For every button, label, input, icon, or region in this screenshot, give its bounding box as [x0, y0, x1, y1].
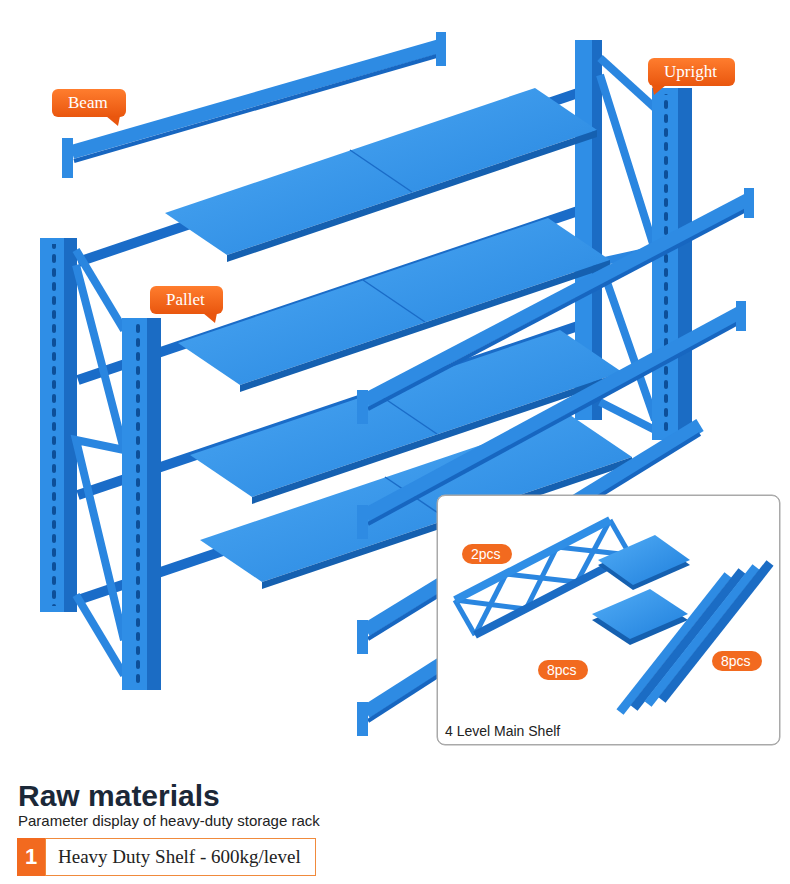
- quantity-pill: 8pcs: [538, 660, 588, 680]
- callout-bubble: Pallet: [150, 286, 223, 314]
- callout-pointer-shape: [203, 313, 217, 323]
- node-text: 2pcs: [471, 546, 501, 562]
- node-text: Pallet: [166, 290, 205, 309]
- node-text: 8pcs: [547, 662, 577, 678]
- quantity-pill: 2pcs: [462, 544, 512, 564]
- callout-bubble: Beam: [52, 89, 126, 117]
- node-text: 4 Level Main Shelf: [445, 723, 560, 739]
- callout-pointer-shape: [106, 116, 120, 126]
- inset-beams: [620, 563, 770, 712]
- node-text: Heavy Duty Shelf - 600kg/level: [58, 846, 301, 868]
- callout-pointer-shape: [652, 85, 666, 95]
- parameter-box: Heavy Duty Shelf - 600kg/level: [45, 838, 316, 876]
- heading: Raw materials: [18, 779, 220, 813]
- subtitle: Parameter display of heavy-duty storage …: [18, 812, 320, 829]
- node-text: Upright: [664, 62, 717, 81]
- inset-panel: 4 Level Main Shelf 2pcs 8pcs 8pcs: [437, 495, 780, 745]
- node-text: Beam: [68, 93, 108, 112]
- callout-pointer: [652, 85, 666, 95]
- inset-panels: [592, 535, 690, 645]
- callout-pointer: [203, 313, 217, 323]
- node-text: 1: [25, 844, 37, 870]
- callout-pointer: [106, 116, 120, 126]
- quantity-pill: 8pcs: [712, 651, 762, 671]
- beams: [62, 32, 754, 736]
- number-badge: 1: [17, 838, 45, 876]
- node-text: 8pcs: [721, 653, 751, 669]
- left-frame: [40, 238, 124, 675]
- callout-bubble: Upright: [648, 58, 735, 86]
